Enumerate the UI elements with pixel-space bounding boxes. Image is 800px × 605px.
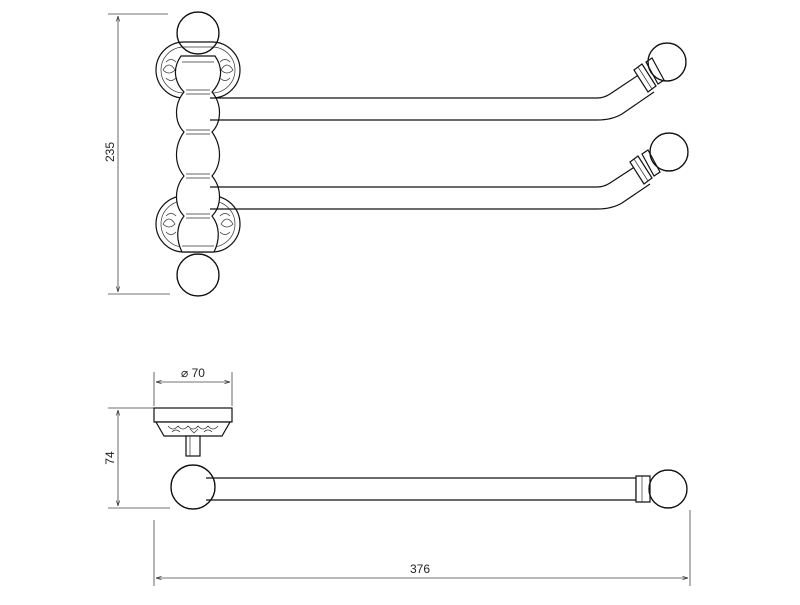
top-view: 235 bbox=[103, 11, 689, 297]
lower-arm-crystal bbox=[649, 132, 689, 172]
upper-arm bbox=[210, 57, 665, 121]
side-right-crystal bbox=[648, 469, 688, 509]
side-left-crystal bbox=[170, 464, 216, 510]
dimension-height-side: 74 bbox=[103, 407, 170, 509]
dimension-height-top: 235 bbox=[103, 13, 170, 295]
post-bottom-crystal bbox=[176, 253, 220, 297]
lower-arm bbox=[210, 149, 661, 210]
post-top-crystal bbox=[176, 11, 220, 55]
side-view: ⌀ 70 74 bbox=[103, 366, 691, 586]
side-stem bbox=[185, 435, 201, 457]
dimension-diameter: ⌀ 70 bbox=[153, 366, 233, 406]
side-bar bbox=[206, 475, 651, 503]
dimension-label-diameter: ⌀ 70 bbox=[181, 366, 205, 380]
upper-arm-crystal bbox=[647, 42, 687, 82]
dimension-length: 376 bbox=[153, 510, 691, 586]
wall-plate bbox=[153, 407, 233, 437]
dimension-label-376: 376 bbox=[410, 562, 430, 576]
dimension-label-74: 74 bbox=[103, 451, 117, 465]
central-post bbox=[174, 55, 222, 253]
dimension-label-235: 235 bbox=[103, 142, 117, 162]
